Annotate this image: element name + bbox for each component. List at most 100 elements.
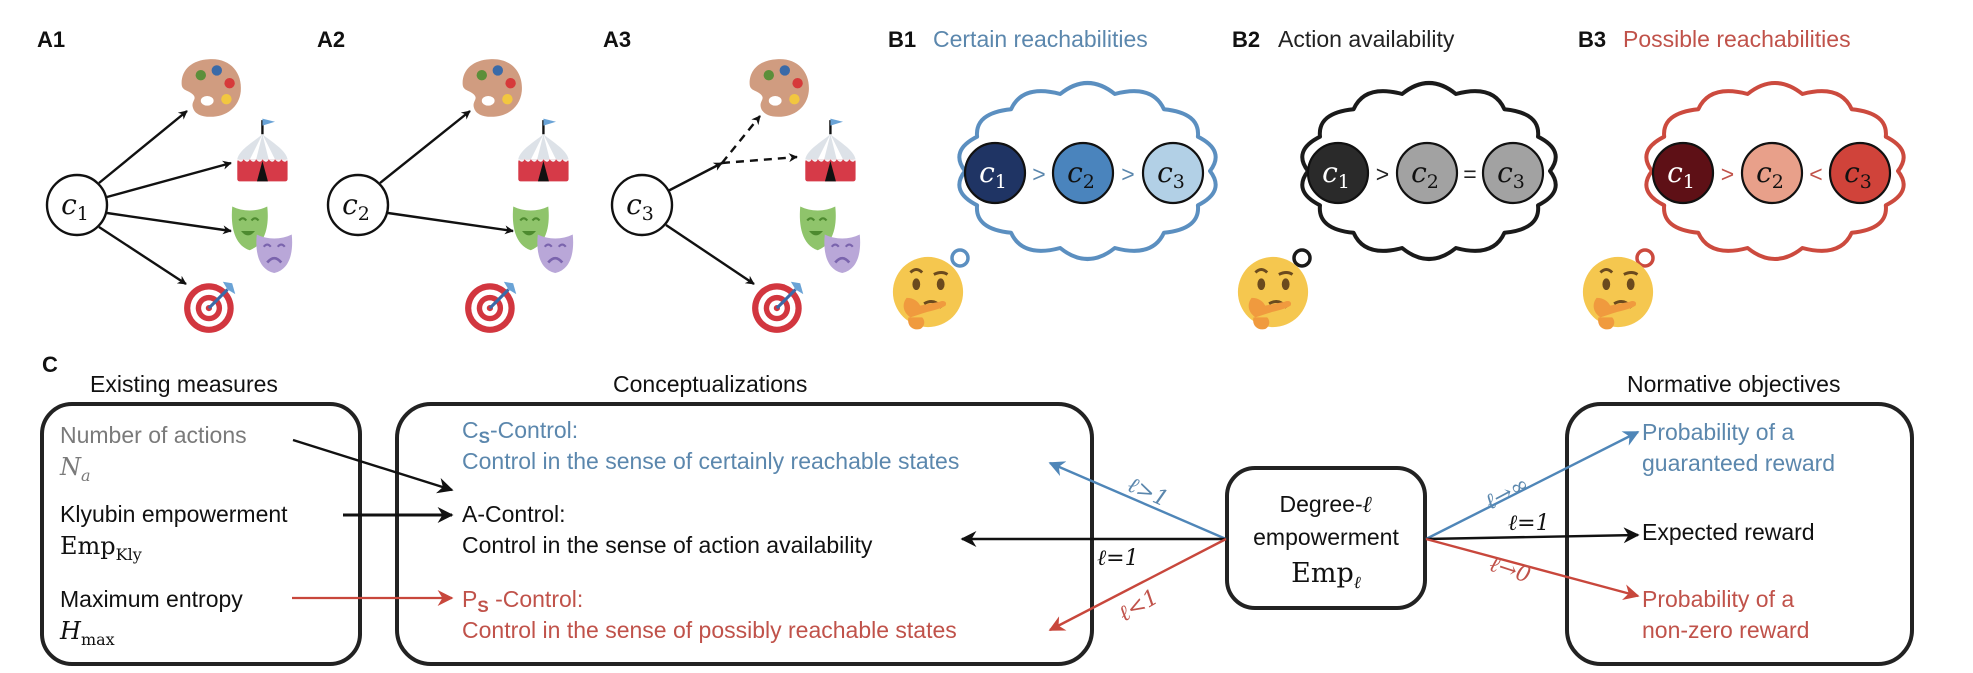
conceptualization-item: A-Control: Control in the sense of action…	[462, 501, 873, 558]
node-subscript: 1	[1338, 171, 1350, 193]
thought-bubble	[1635, 248, 1655, 268]
state-node-label: c3	[1497, 156, 1525, 193]
palette-icon	[462, 59, 522, 117]
concept-prefix-sub: S	[477, 597, 488, 616]
theater-masks-icon	[230, 205, 294, 273]
state-node-c2	[1051, 141, 1115, 205]
theater-masks-icon	[798, 205, 862, 273]
concept-title: A-Control:	[462, 501, 566, 527]
conceptualizations-header: Conceptualizations	[613, 371, 807, 397]
target-icon	[750, 280, 805, 335]
concept-description: Control in the sense of certainly reacha…	[462, 448, 959, 474]
state-node-label: c1	[1322, 156, 1350, 193]
arrow-to-expected-reward	[1425, 527, 1640, 544]
palette-icon	[181, 59, 241, 117]
objective-text-line: Probability of a	[1642, 419, 1794, 445]
concept-description: Control in the sense of possibly reachab…	[462, 617, 957, 643]
existing-measures-header: Existing measures	[90, 371, 278, 397]
edge-label-l-lt-1: ℓ<1	[1115, 585, 1164, 627]
palette-icon	[749, 59, 809, 117]
state-node-label: c2	[342, 188, 370, 225]
state-node-label: c1	[1667, 156, 1695, 193]
normative-objective-item: Probability of a guaranteed reward	[1642, 419, 1835, 476]
state-node-c3	[1141, 141, 1205, 205]
node-subscript: 2	[1772, 171, 1784, 193]
theater-masks-icon	[511, 205, 575, 273]
panel-label-b1: B1	[888, 27, 916, 52]
thinking-face-icon	[1236, 255, 1310, 331]
objective-text-line: Probability of a	[1642, 586, 1794, 612]
panel-label-c: C	[42, 352, 58, 377]
arrow-to-palette	[379, 110, 471, 184]
node-subscript: 2	[1083, 171, 1095, 193]
state-node-label: c3	[1844, 156, 1872, 193]
panel-label-a3: A3	[603, 27, 631, 52]
arrow-to-cs-control	[1048, 461, 1227, 541]
symbol-sub: Kly	[116, 545, 142, 564]
arrow-to-target	[98, 225, 187, 286]
concept-description: Control in the sense of action availabil…	[462, 532, 873, 558]
circus-tent-icon	[517, 117, 570, 183]
degree-empowerment-box	[1225, 466, 1427, 610]
normative-objective-item: Expected reward	[1642, 519, 1815, 545]
edge-label-l-to-0: ℓ→0	[1486, 552, 1533, 589]
concept-title: CS-Control:	[462, 417, 578, 447]
state-node-label: c2	[1411, 156, 1439, 193]
objective-text-line: guaranteed reward	[1642, 450, 1835, 476]
edge-label-l-eq-1-right: ℓ=1	[1508, 511, 1550, 536]
conceptualization-item: PS -Control:Control in the sense of poss…	[462, 586, 957, 643]
normative-objectives-box	[1565, 402, 1914, 666]
arrow-to-palette	[98, 110, 188, 184]
concept-prefix-sub: S	[479, 428, 490, 447]
state-node-label: c1	[979, 156, 1007, 193]
node-letter: c	[1322, 156, 1338, 189]
concept-prefix: A	[462, 501, 478, 527]
state-node-c3	[610, 173, 674, 237]
state-node-c2	[326, 173, 390, 237]
concept-title-rest: -Control:	[490, 417, 578, 443]
node-letter: c	[1067, 156, 1083, 189]
degree-text: Degree-	[1280, 491, 1363, 517]
node-subscript: 3	[1860, 171, 1872, 193]
relation-symbol: >	[1121, 161, 1134, 187]
symbol-sub: a	[81, 466, 91, 485]
measure-name: Maximum entropy	[60, 586, 243, 612]
relation-symbol: <	[1809, 161, 1822, 187]
existing-measures-box	[40, 402, 362, 666]
panel-title: Action availability	[1278, 26, 1455, 52]
panel-label-b3: B3	[1578, 27, 1606, 52]
objective-text-line: non-zero reward	[1642, 617, 1809, 643]
panel-label-a1: A1	[37, 27, 65, 52]
symbol-main: N	[59, 453, 82, 481]
state-node-label: c2	[1067, 156, 1095, 193]
node-subscript: 3	[1513, 171, 1525, 193]
node-subscript: 3	[1173, 171, 1185, 193]
symbol-main: Emp	[60, 532, 116, 560]
symbol-sub: max	[81, 630, 115, 649]
measure-name: Number of actions	[60, 422, 247, 448]
normative-objective-item: Probability of a non-zero reward	[1642, 586, 1809, 643]
concept-title: PS -Control:	[462, 586, 583, 616]
state-node-c1	[45, 173, 109, 237]
edge-label-l-eq-1-left: ℓ=1	[1097, 546, 1139, 571]
node-letter: c	[979, 156, 995, 189]
thought-bubble	[950, 248, 970, 268]
symbol-main: H	[59, 617, 82, 645]
concept-prefix: P	[462, 586, 477, 612]
arrow-to-tent	[106, 160, 232, 199]
node-letter: c	[342, 188, 358, 221]
node-subscript: 2	[1427, 171, 1439, 193]
state-node-c3	[1828, 141, 1892, 205]
node-subscript: 3	[642, 203, 654, 225]
empowerment-label: empowerment	[1253, 524, 1399, 550]
thought-bubble	[1292, 248, 1312, 268]
arrow-number-of-actions-to-a-control	[292, 438, 454, 494]
node-subscript: 1	[77, 203, 89, 225]
state-node-label: c3	[1157, 156, 1185, 193]
